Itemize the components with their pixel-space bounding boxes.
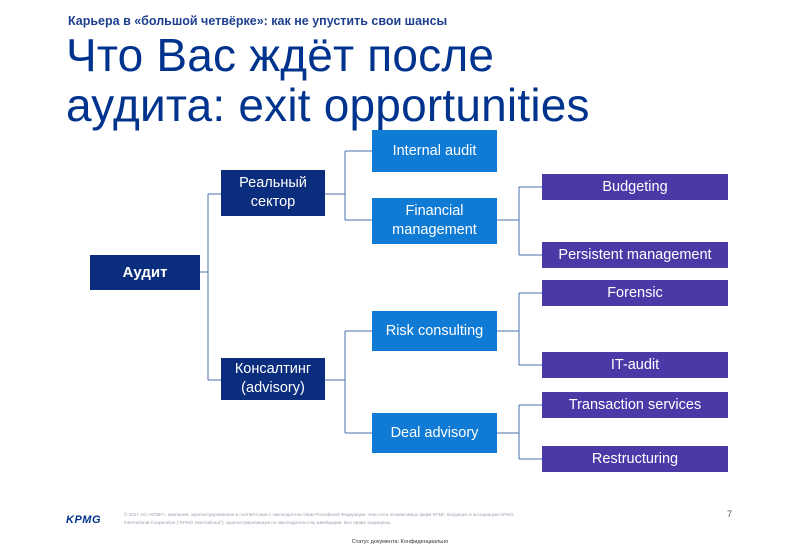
budgeting-box: Budgeting xyxy=(542,174,728,200)
real-sector-label-2: сектор xyxy=(250,194,296,210)
legal-notice: © 2017 АО «КПМГ», компания, зарегистриро… xyxy=(124,511,664,527)
deal-advisory-box: Deal advisory xyxy=(372,413,497,453)
connector-deal-advisory xyxy=(497,404,542,460)
kpmg-logo: KPMG xyxy=(66,514,101,526)
connector-risk-consulting xyxy=(497,292,542,366)
forensic-box: Forensic xyxy=(542,280,728,306)
internal-audit-box: Internal audit xyxy=(372,130,497,172)
legal-line-1: © 2017 АО «КПМГ», компания, зарегистриро… xyxy=(124,512,514,517)
audit-box: Аудит xyxy=(90,255,200,290)
deal-advisory-label: Deal advisory xyxy=(390,424,479,441)
it-audit-box: IT-audit xyxy=(542,352,728,378)
real-sector-label-1: Реальный xyxy=(239,175,307,191)
connector-real-sector xyxy=(325,150,372,221)
slide-title: Что Вас ждёт после аудита: exit opportun… xyxy=(66,30,590,130)
budgeting-label: Budgeting xyxy=(602,178,668,195)
risk-consulting-label: Risk consulting xyxy=(385,322,484,339)
consulting-label-2: (advisory) xyxy=(241,380,305,396)
document-status: Статус документа: Конфиденциально xyxy=(351,539,449,545)
audit-label: Аудит xyxy=(122,264,168,281)
persistent-management-box: Persistent management xyxy=(542,242,728,268)
it-audit-label: IT-audit xyxy=(610,356,660,373)
title-line-2: аудита: exit opportunities xyxy=(66,79,590,131)
connector-audit xyxy=(200,193,221,381)
restructuring-box: Restructuring xyxy=(542,446,728,472)
title-line-1: Что Вас ждёт после xyxy=(66,29,495,81)
consulting-box: Консалтинг (advisory) xyxy=(221,358,325,400)
transaction-services-label: Transaction services xyxy=(568,396,702,413)
transaction-services-box: Transaction services xyxy=(542,392,728,418)
financial-management-label-2: management xyxy=(392,222,477,238)
internal-audit-label: Internal audit xyxy=(392,142,477,159)
slide-subtitle: Карьера в «большой четвёрке»: как не упу… xyxy=(68,14,448,28)
forensic-label: Forensic xyxy=(607,284,663,301)
legal-line-2: International Cooperative ("KPMG Interna… xyxy=(124,520,392,525)
page-number: 7 xyxy=(727,509,733,519)
consulting-label-1: Консалтинг xyxy=(234,361,312,377)
financial-management-label-1: Financial xyxy=(405,203,464,219)
restructuring-label: Restructuring xyxy=(591,450,679,467)
connector-financial-management xyxy=(497,186,542,256)
persistent-management-label: Persistent management xyxy=(558,246,712,263)
financial-management-box: Financial management xyxy=(372,198,497,244)
real-sector-box: Реальный сектор xyxy=(221,170,325,216)
risk-consulting-box: Risk consulting xyxy=(372,311,497,351)
connector-consulting xyxy=(325,330,372,434)
